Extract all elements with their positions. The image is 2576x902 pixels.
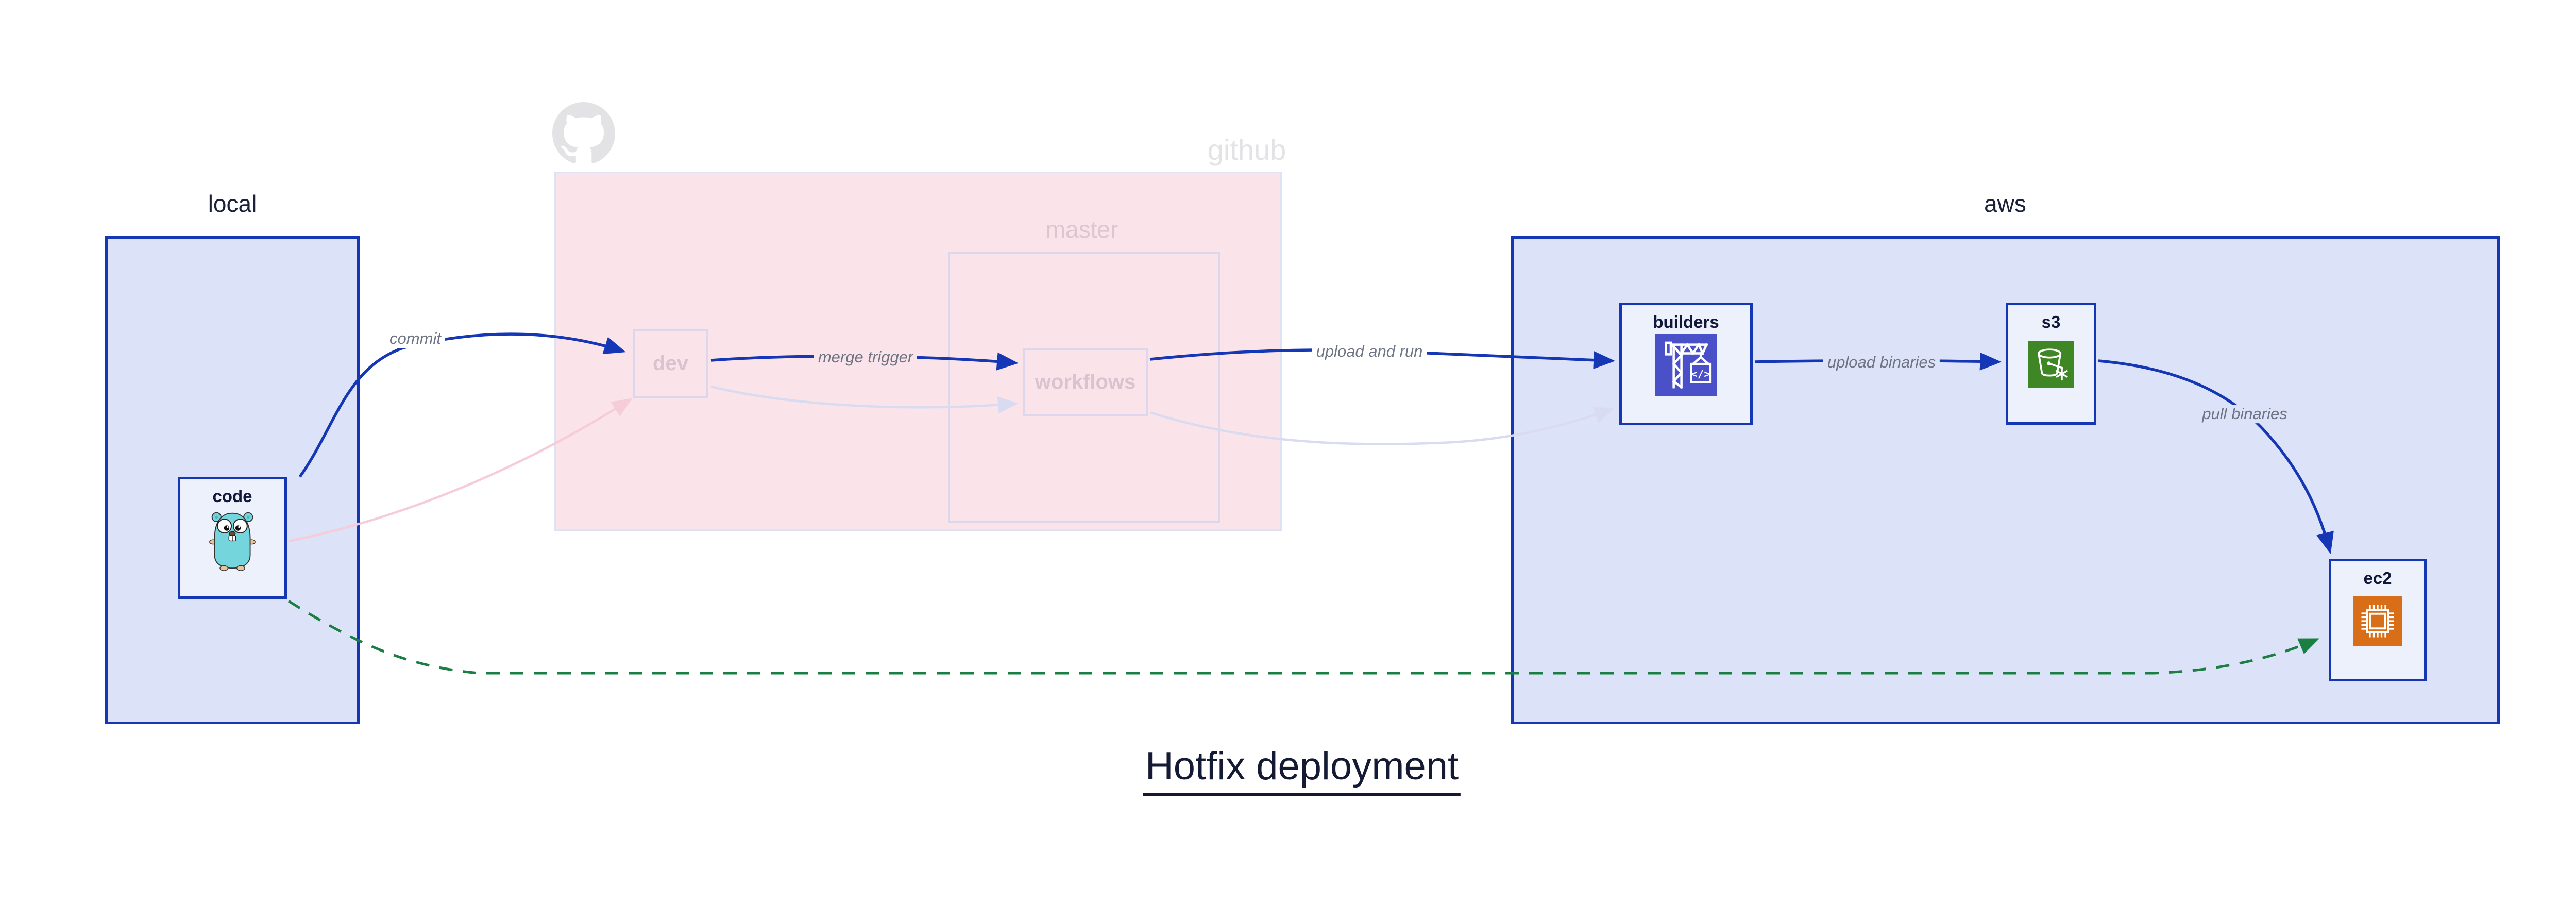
node-builders: builders </> xyxy=(1619,303,1753,425)
node-builders-label: builders xyxy=(1653,312,1719,331)
node-workflows: workflows xyxy=(1023,348,1148,416)
node-code-label: code xyxy=(212,487,252,506)
node-ec2-label: ec2 xyxy=(2363,569,2392,588)
node-dev-label: dev xyxy=(653,352,688,375)
aws-group-label: aws xyxy=(1984,190,2026,217)
node-s3: s3 xyxy=(2006,303,2096,425)
codebuild-crane-icon: </> xyxy=(1655,334,1717,398)
master-branch-label: master xyxy=(1045,216,1118,243)
node-s3-label: s3 xyxy=(2041,312,2061,331)
codebuild-icon-code-glyph: </> xyxy=(1691,368,1710,380)
edge-label-commit: commit xyxy=(385,329,445,348)
github-octocat-icon xyxy=(552,102,615,168)
ec2-chip-icon xyxy=(2353,596,2402,648)
node-workflows-label: workflows xyxy=(1035,370,1136,393)
diagram-title: Hotfix deployment xyxy=(1143,744,1461,796)
s3-bucket-icon xyxy=(2028,341,2074,390)
node-dev: dev xyxy=(633,329,708,398)
github-group-label: github xyxy=(1207,133,1286,166)
edge-label-upload-and-run: upload and run xyxy=(1312,342,1427,361)
edge-label-upload-binaries: upload binaries xyxy=(1823,353,1940,372)
edge-label-merge-trigger: merge trigger xyxy=(814,348,918,366)
go-gopher-icon xyxy=(207,509,258,574)
node-code: code xyxy=(178,477,287,599)
node-ec2: ec2 xyxy=(2329,559,2427,681)
edge-label-pull-binaries: pull binaries xyxy=(2198,405,2292,423)
local-group-label: local xyxy=(208,190,257,217)
